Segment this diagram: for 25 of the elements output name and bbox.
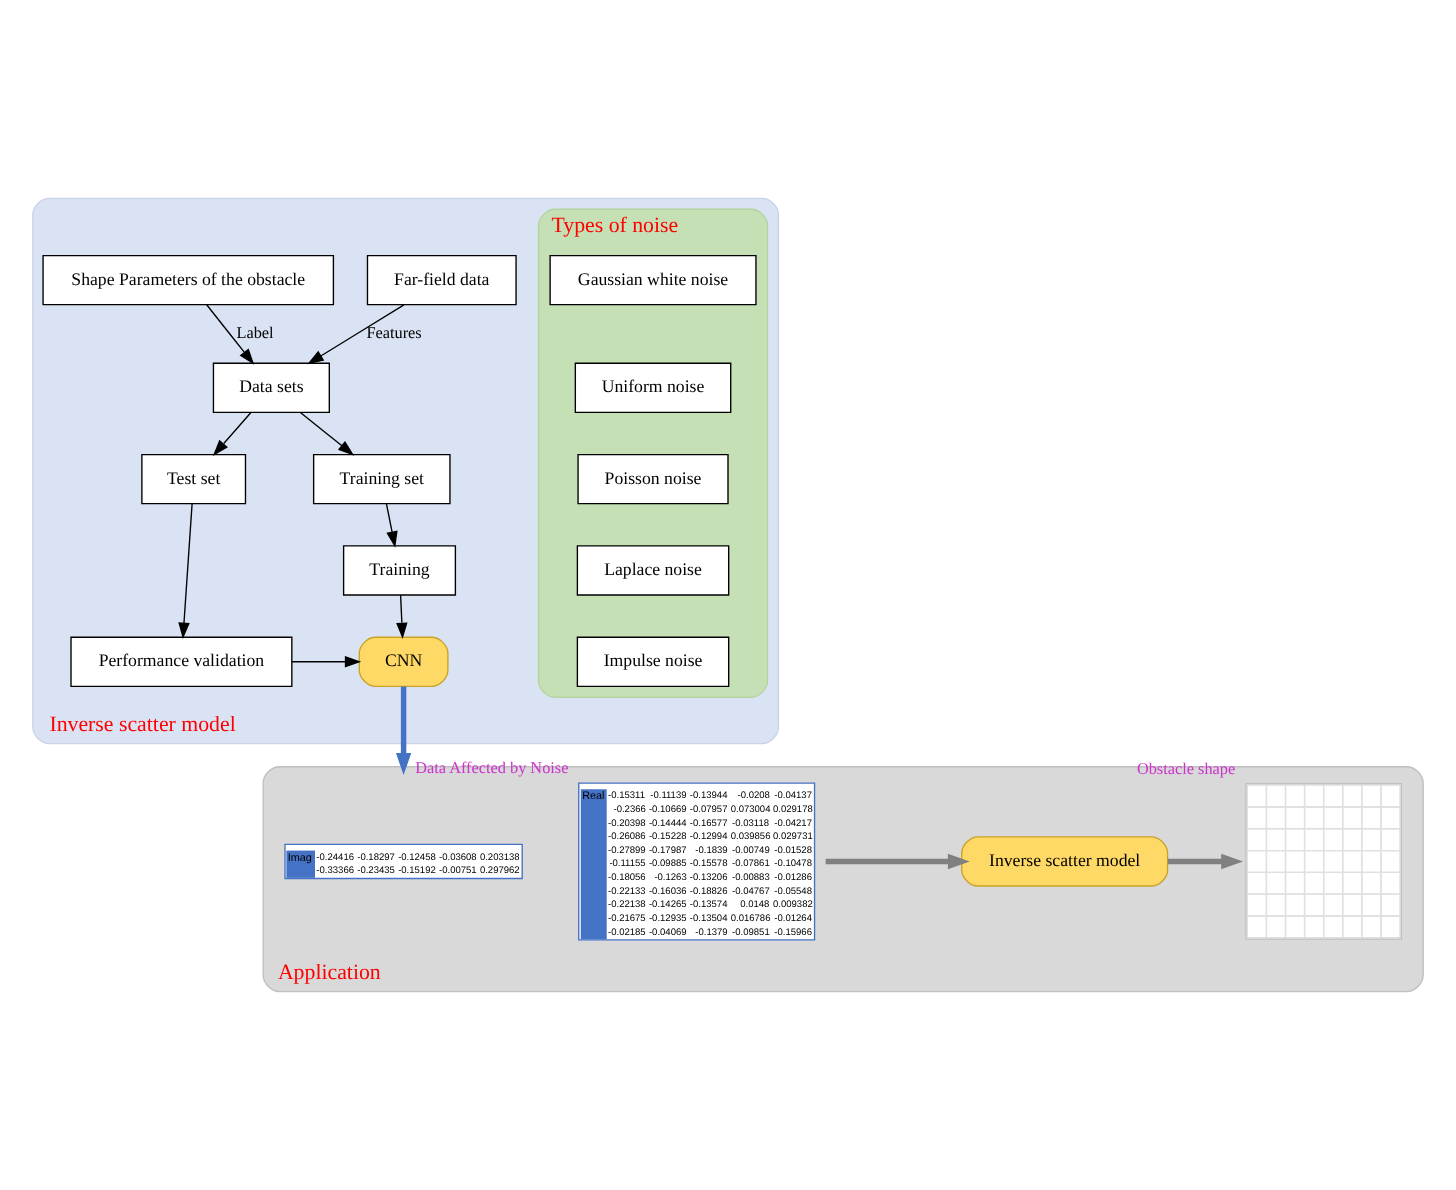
arrow <box>206 304 255 365</box>
arrow <box>178 503 193 639</box>
arrow <box>1167 853 1244 870</box>
node-box: Shape Parameters of the obstacle <box>42 254 335 306</box>
node-box: Laplace noise <box>576 545 730 596</box>
node-box: Gaussian white noise <box>549 254 757 306</box>
arrow <box>396 594 408 640</box>
node-box: Data sets <box>212 362 330 414</box>
node-box: Performance validation <box>70 636 293 687</box>
arrow <box>212 411 252 456</box>
arrow <box>307 304 405 365</box>
node-box: Far-field data <box>366 254 517 306</box>
node-box: Training set <box>312 453 451 505</box>
arrow <box>825 853 970 870</box>
arrow <box>385 503 398 548</box>
node-box: CNN <box>358 636 449 687</box>
node-box: Test set <box>141 453 247 505</box>
node-box: Inverse scatter model <box>961 836 1169 887</box>
node-box: Impulse noise <box>576 636 730 687</box>
node-box: Uniform noise <box>574 362 732 414</box>
arrow <box>291 656 362 668</box>
node-box: Poisson noise <box>577 453 729 505</box>
node-box: Training <box>342 545 457 596</box>
arrow <box>299 411 355 456</box>
arrow <box>395 686 412 775</box>
